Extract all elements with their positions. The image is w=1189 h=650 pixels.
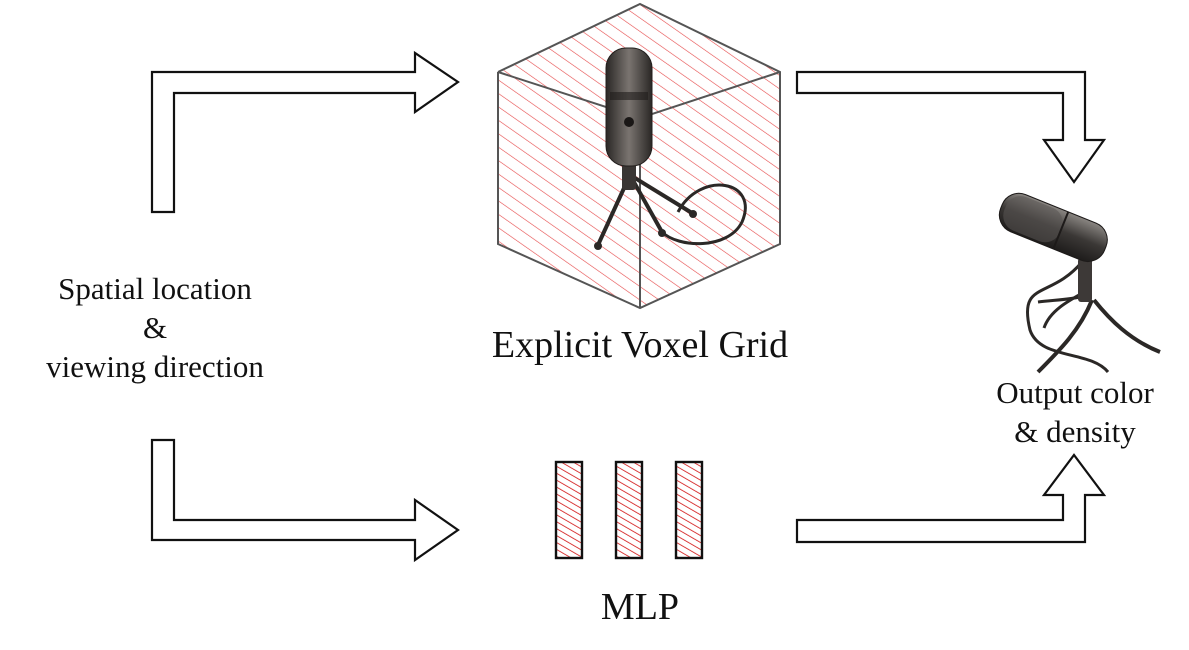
input-label-line2: & (142, 309, 168, 345)
mlp-layers (554, 460, 704, 560)
mlp-layer (614, 460, 644, 560)
mlp-label: MLP (600, 586, 680, 628)
arrow-mlp-to-output (795, 453, 1107, 544)
microphone-icon (998, 192, 1161, 374)
mlp-layer (674, 460, 704, 560)
output-label-line1: Output color (996, 375, 1154, 410)
voxel-grid-label: Explicit Voxel Grid (491, 324, 789, 366)
input-label-line3: viewing direction (46, 348, 264, 384)
mlp-layer (554, 460, 584, 560)
output-label: Output color & density (965, 374, 1185, 452)
input-label: Spatial location & viewing direction (10, 270, 300, 386)
input-label-line1: Spatial location (58, 271, 252, 306)
microphone-icon (594, 47, 747, 250)
output-label-line2: & density (1014, 413, 1136, 449)
arrow-input-to-voxel (150, 50, 460, 214)
arrow-voxel-to-output (795, 70, 1107, 184)
arrow-input-to-mlp (150, 438, 460, 563)
